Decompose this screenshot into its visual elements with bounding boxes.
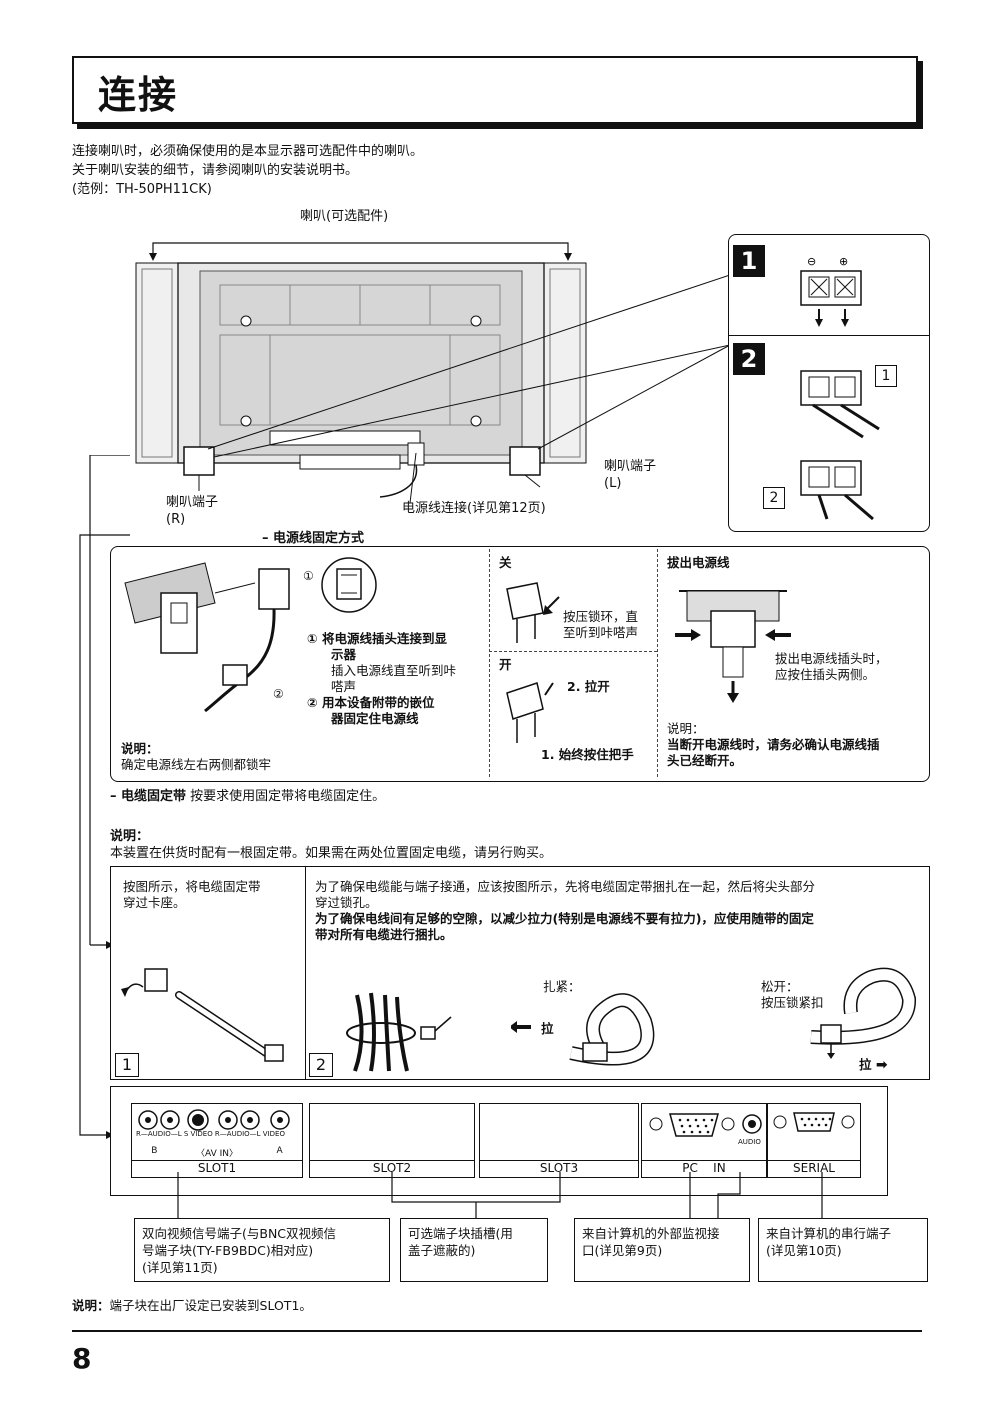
speaker-steps-panel: 1 2 ⊖ ⊕ 1 2 xyxy=(728,234,930,532)
bundled-cables-illustration xyxy=(346,992,452,1072)
slot3-label: SLOT3 xyxy=(479,1159,639,1178)
divider-3 xyxy=(657,549,658,777)
svg-text:⊕: ⊕ xyxy=(839,255,848,268)
pc-in-label: PC IN xyxy=(641,1159,767,1178)
close-text: 按压锁环，直 至听到咔嗒声 xyxy=(563,609,639,640)
callout-1: ① xyxy=(303,569,314,583)
svg-text:⊖: ⊖ xyxy=(807,255,816,268)
loosen-label: 松开： 按压锁紧扣 xyxy=(761,979,824,1010)
clamp-illustration xyxy=(124,562,290,713)
clamp-open-illustration xyxy=(506,682,554,743)
serial-connector xyxy=(773,1112,855,1132)
terminal-step-1-illustration: ⊖ ⊕ xyxy=(800,255,862,327)
pc-connectors xyxy=(649,1113,762,1137)
slot3-module xyxy=(479,1103,639,1161)
cable-band-left-text: 按图所示，将电缆固定带 穿过卡座。 xyxy=(123,879,261,910)
slot1-module: R—AUDIO—L S VIDEO R—AUDIO—L VIDEO B 〈AV … xyxy=(131,1103,303,1161)
desc-av-terminal: 双向视频信号端子(与BNC双视频信 号端子块(TY-FB9BDC)相对应) (详… xyxy=(134,1218,390,1282)
slot2-module xyxy=(309,1103,475,1161)
power-connection-label: 电源线连接(详见第12页) xyxy=(402,501,546,516)
av-in-label: B 〈AV IN〉 A xyxy=(151,1146,283,1159)
divider-2 xyxy=(489,651,657,652)
sub-step-1: 1 xyxy=(875,365,897,387)
title-box: 连接 xyxy=(72,56,918,124)
pc-in-module: AUDIO xyxy=(641,1103,767,1161)
step-2-badge: 2 xyxy=(733,343,765,375)
power-fix-heading: – 电源线固定方式 xyxy=(262,531,365,546)
step-1-badge: 1 xyxy=(733,245,765,277)
divider-1 xyxy=(489,549,490,777)
intro-line-2: 关于喇叭安装的细节，请参阅喇叭的安装说明书。 xyxy=(72,163,359,178)
band-loosen-illustration xyxy=(810,967,916,1059)
band-step-1: 1 xyxy=(115,1053,139,1077)
desc-serial: 来自计算机的串行端子 (详见第10页) xyxy=(758,1218,928,1282)
intro-line-3: (范例：TH-50PH11CK) xyxy=(72,182,212,197)
pull-right-label: 拉 ➡ xyxy=(859,1057,888,1073)
rear-panel-illustration xyxy=(135,242,730,504)
terminal-l-label: 喇叭端子 (L) xyxy=(604,459,657,491)
unplug-text: 拔出电源线插头时， 应按住插头两侧。 xyxy=(775,651,888,682)
av-row-label: R—AUDIO—L S VIDEO R—AUDIO—L VIDEO xyxy=(136,1130,285,1138)
terminal-r-label: 喇叭端子 (R) xyxy=(166,495,219,527)
serial-label: SERIAL xyxy=(767,1159,861,1178)
step-divider xyxy=(729,335,929,336)
clamp-close-illustration xyxy=(506,582,560,643)
open-label: 开 xyxy=(499,657,512,672)
open-step-2: 2. 拉开 xyxy=(567,679,610,694)
unplug-title: 拔出电源线 xyxy=(667,555,730,570)
terminal-panel: R—AUDIO—L S VIDEO R—AUDIO—L VIDEO B 〈AV … xyxy=(110,1086,888,1196)
desc-optional-slot: 可选端子块插槽(用 盖子遮蔽的) xyxy=(400,1218,548,1282)
description-leader-lines xyxy=(177,1172,823,1218)
band-step-2: 2 xyxy=(309,1053,333,1077)
serial-module xyxy=(767,1103,861,1161)
open-step-1: 1. 始终按住把手 xyxy=(541,747,634,762)
unplug-note: 说明： 当断开电源线时，请务必确认电源线插 头已经断开。 xyxy=(667,721,880,768)
cable-band-right-text: 为了确保电缆能与端子接通，应该按图所示，先将电缆固定带捆扎在一起，然后将尖头部分… xyxy=(315,879,816,942)
band-tighten-illustration xyxy=(511,993,655,1066)
power-fix-note: 说明： 确定电源线左右两侧都锁牢 xyxy=(121,741,272,772)
cable-band-note: 说明： 本装置在供货时配有一根固定带。如果需在两处位置固定电缆，请另行购买。 xyxy=(110,829,553,861)
power-fix-panel: ① ② ① 将电源线插头连接到显 示器 插入电源线直至听到咔 嗒声 ② 用本设备… xyxy=(110,546,930,782)
power-fix-steps: ① 将电源线插头连接到显 示器 插入电源线直至听到咔 嗒声 ② 用本设备附带的嵌… xyxy=(307,631,457,726)
terminal-step-2-illustration xyxy=(800,370,880,521)
cable-band-divider xyxy=(305,867,306,1079)
cable-band-panel: 按图所示，将电缆固定带 穿过卡座。 1 为了确保电缆能与端子接通，应该按图所示，… xyxy=(110,866,930,1080)
callout-2: ② xyxy=(273,687,284,701)
av-connectors xyxy=(138,1109,290,1131)
slot1-label: SLOT1 xyxy=(131,1159,303,1178)
close-label: 关 xyxy=(499,555,512,570)
footer-note: 说明：端子块在出厂设定已安装到SLOT1。 xyxy=(72,1298,312,1313)
page-number: 8 xyxy=(72,1342,92,1375)
plug-closeup xyxy=(321,557,377,613)
sub-step-2: 2 xyxy=(763,487,785,509)
band-insert-illustration xyxy=(121,968,284,1062)
unplug-illustration xyxy=(675,590,791,703)
footer-rule xyxy=(72,1330,922,1332)
cable-band-heading: – 电缆固定带 按要求使用固定带将电缆固定住。 xyxy=(110,789,386,804)
desc-pc-in: 来自计算机的外部监视接 口(详见第9页) xyxy=(574,1218,750,1282)
audio-label: AUDIO xyxy=(738,1138,761,1146)
pull-left-label: 拉 xyxy=(541,1021,554,1036)
intro-line-1: 连接喇叭时，必须确保使用的是本显示器可选配件中的喇叭。 xyxy=(72,144,424,159)
tighten-label: 扎紧： xyxy=(543,979,581,994)
intro-text: 连接喇叭时，必须确保使用的是本显示器可选配件中的喇叭。 关于喇叭安装的细节，请参… xyxy=(72,142,423,199)
page-title: 连接 xyxy=(98,73,179,117)
speaker-label: 喇叭(可选配件) xyxy=(300,209,389,224)
